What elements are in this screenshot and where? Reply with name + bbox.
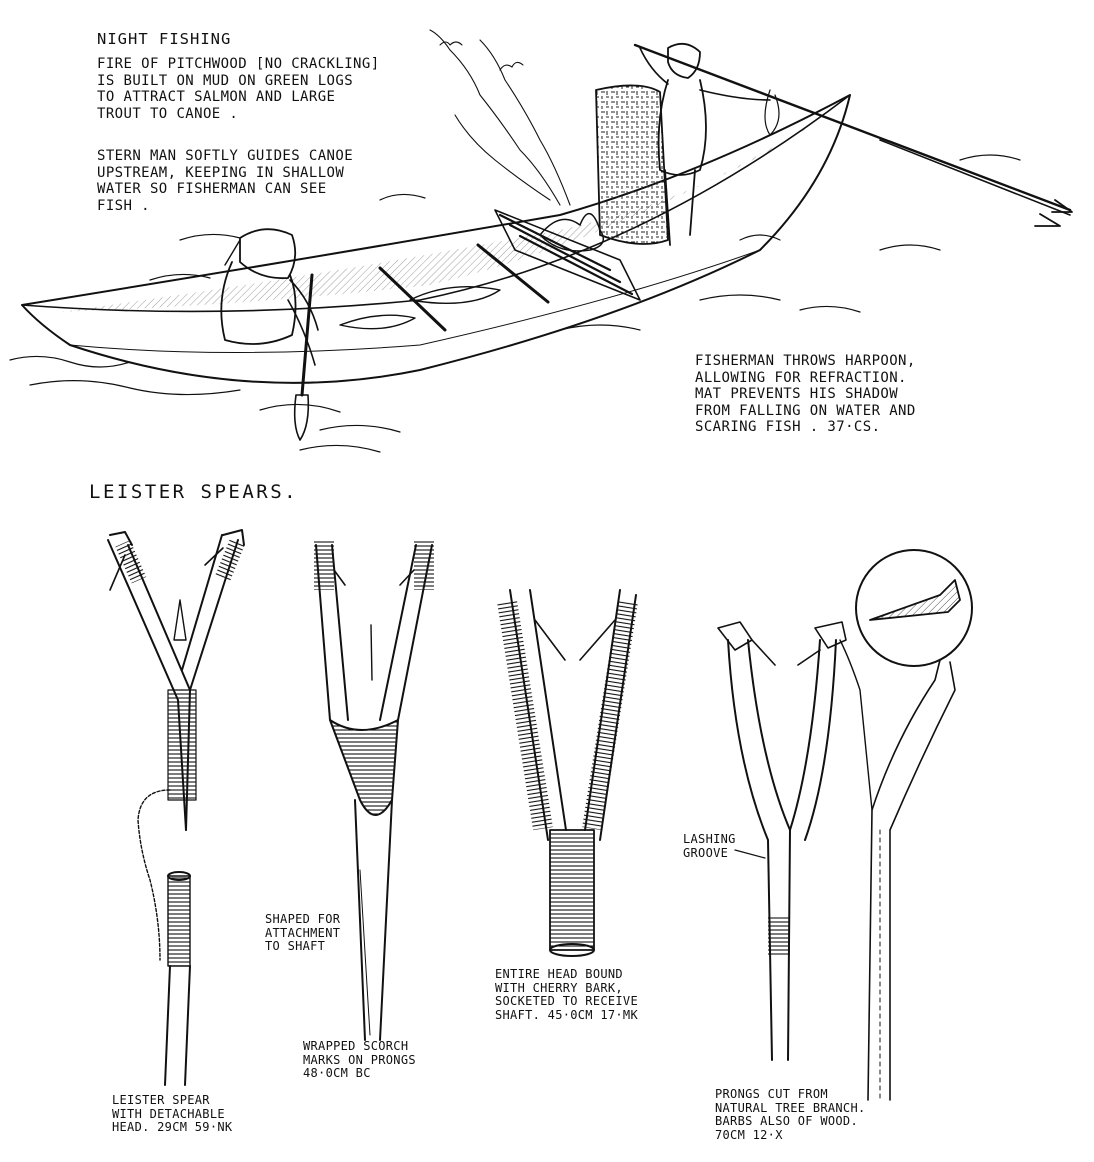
leister-spear-2 bbox=[314, 540, 434, 1041]
canoe-hull bbox=[21, 94, 851, 384]
smoke bbox=[429, 29, 571, 206]
spear4-caption: PRONGS CUT FROM NATURAL TREE BRANCH. BAR… bbox=[715, 1087, 866, 1142]
leister-spears-title: LEISTER SPEARS. bbox=[89, 481, 299, 503]
stern-note: STERN MAN SOFTLY GUIDES CANOE UPSTREAM, … bbox=[97, 148, 354, 214]
harpoon-note: FISHERMAN THROWS HARPOON, ALLOWING FOR R… bbox=[695, 353, 916, 435]
fire-platform bbox=[494, 209, 641, 301]
fire-note: FIRE OF PITCHWOOD [NO CRACKLING] IS BUIL… bbox=[97, 56, 380, 122]
detail-magnifier bbox=[855, 549, 973, 667]
water bbox=[9, 154, 1021, 453]
spear1-caption: LEISTER SPEAR WITH DETACHABLE HEAD. 29cm… bbox=[112, 1093, 233, 1134]
stern-man-figure bbox=[220, 228, 319, 366]
leister-spear-3 bbox=[497, 589, 638, 957]
leister-spear-4 bbox=[717, 549, 973, 1101]
leister-spear-1 bbox=[107, 529, 245, 1086]
mat bbox=[595, 84, 669, 245]
spear2-attachment-note: SHAPED FOR ATTACHMENT TO SHAFT bbox=[265, 912, 341, 953]
night-fishing-title: NIGHT FISHING bbox=[97, 30, 232, 48]
spear4-lashing-note: LASHING GROOVE bbox=[683, 832, 736, 860]
paddle bbox=[300, 273, 314, 397]
fisherman-figure bbox=[639, 42, 780, 246]
spear2-caption: WRAPPED SCORCH MARKS ON PRONGS 48·0cm BC bbox=[303, 1039, 416, 1080]
canoe-scene bbox=[9, 29, 1073, 453]
harpoon bbox=[633, 43, 1073, 227]
spear3-caption: ENTIRE HEAD BOUND WITH CHERRY BARK, SOCK… bbox=[495, 967, 638, 1022]
